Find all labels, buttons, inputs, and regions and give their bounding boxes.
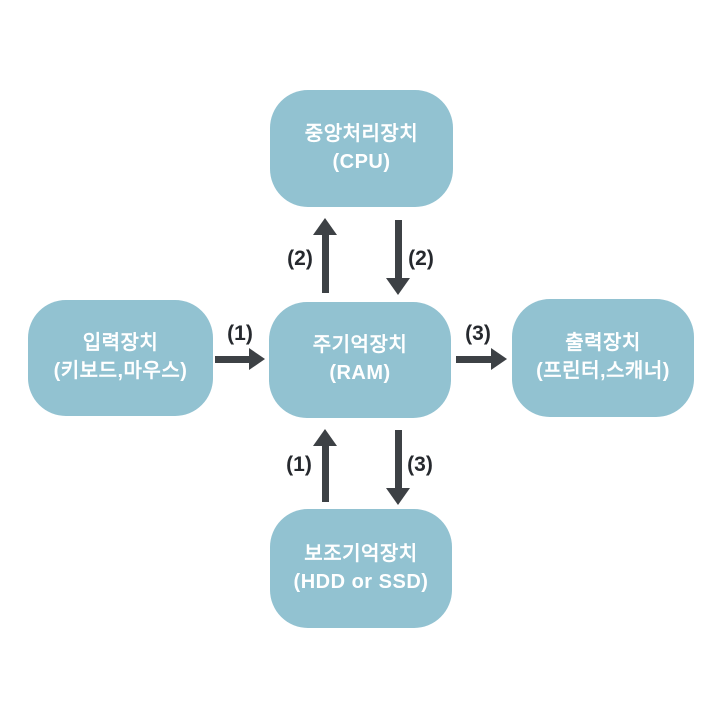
node-cpu: 중앙처리장치 (CPU)	[270, 90, 453, 207]
arrow-head	[491, 348, 507, 370]
arrow-shaft	[456, 355, 491, 363]
arrow-up-storage-to-ram-icon	[313, 429, 337, 502]
edge-label-ram-to-output: (3)	[465, 322, 491, 345]
node-output-title: 출력장치	[565, 332, 641, 355]
arrow-head	[386, 488, 410, 505]
arrow-up-ram-to-cpu-icon	[313, 218, 337, 293]
node-auxiliary-storage: 보조기억장치 (HDD or SSD)	[270, 509, 452, 628]
edge-label-storage-to-ram: (1)	[286, 453, 312, 476]
arrow-shaft	[215, 355, 249, 363]
node-input-title: 입력장치	[82, 332, 159, 355]
arrow-shaft	[394, 220, 402, 278]
arrow-shaft	[394, 430, 402, 488]
edge-label-input-to-ram: (1)	[227, 322, 253, 345]
node-storage-subtitle: (HDD or SSD)	[293, 570, 429, 593]
edge-label-ram-to-storage: (3)	[407, 453, 433, 476]
arrow-head	[313, 429, 337, 446]
node-output-device: 출력장치 (프린터,스캐너)	[512, 299, 694, 417]
arrow-head	[386, 278, 410, 295]
arrow-head	[313, 218, 337, 235]
edge-label-ram-to-cpu: (2)	[287, 247, 313, 270]
node-input-subtitle: (키보드,마우스)	[53, 360, 188, 382]
arrow-right-input-to-ram-icon	[215, 347, 265, 371]
arrow-right-ram-to-output-icon	[456, 347, 507, 371]
node-cpu-subtitle: (CPU)	[332, 150, 391, 173]
node-storage-title: 보조기억장치	[304, 542, 418, 565]
node-main-memory: 주기억장치 (RAM)	[269, 302, 451, 418]
edge-label-cpu-to-ram: (2)	[408, 247, 434, 270]
node-input-device: 입력장치 (키보드,마우스)	[28, 300, 213, 416]
node-cpu-title: 중앙처리장치	[304, 122, 419, 145]
arrow-down-ram-to-storage-icon	[386, 430, 410, 505]
arrow-head	[249, 348, 265, 370]
node-ram-subtitle: (RAM)	[329, 362, 391, 384]
node-output-subtitle: (프린터,스캐너)	[536, 360, 670, 382]
arrow-shaft	[321, 446, 329, 502]
arrow-shaft	[321, 235, 329, 293]
arrow-down-cpu-to-ram-icon	[386, 220, 410, 295]
node-ram-title: 주기억장치	[312, 334, 408, 357]
